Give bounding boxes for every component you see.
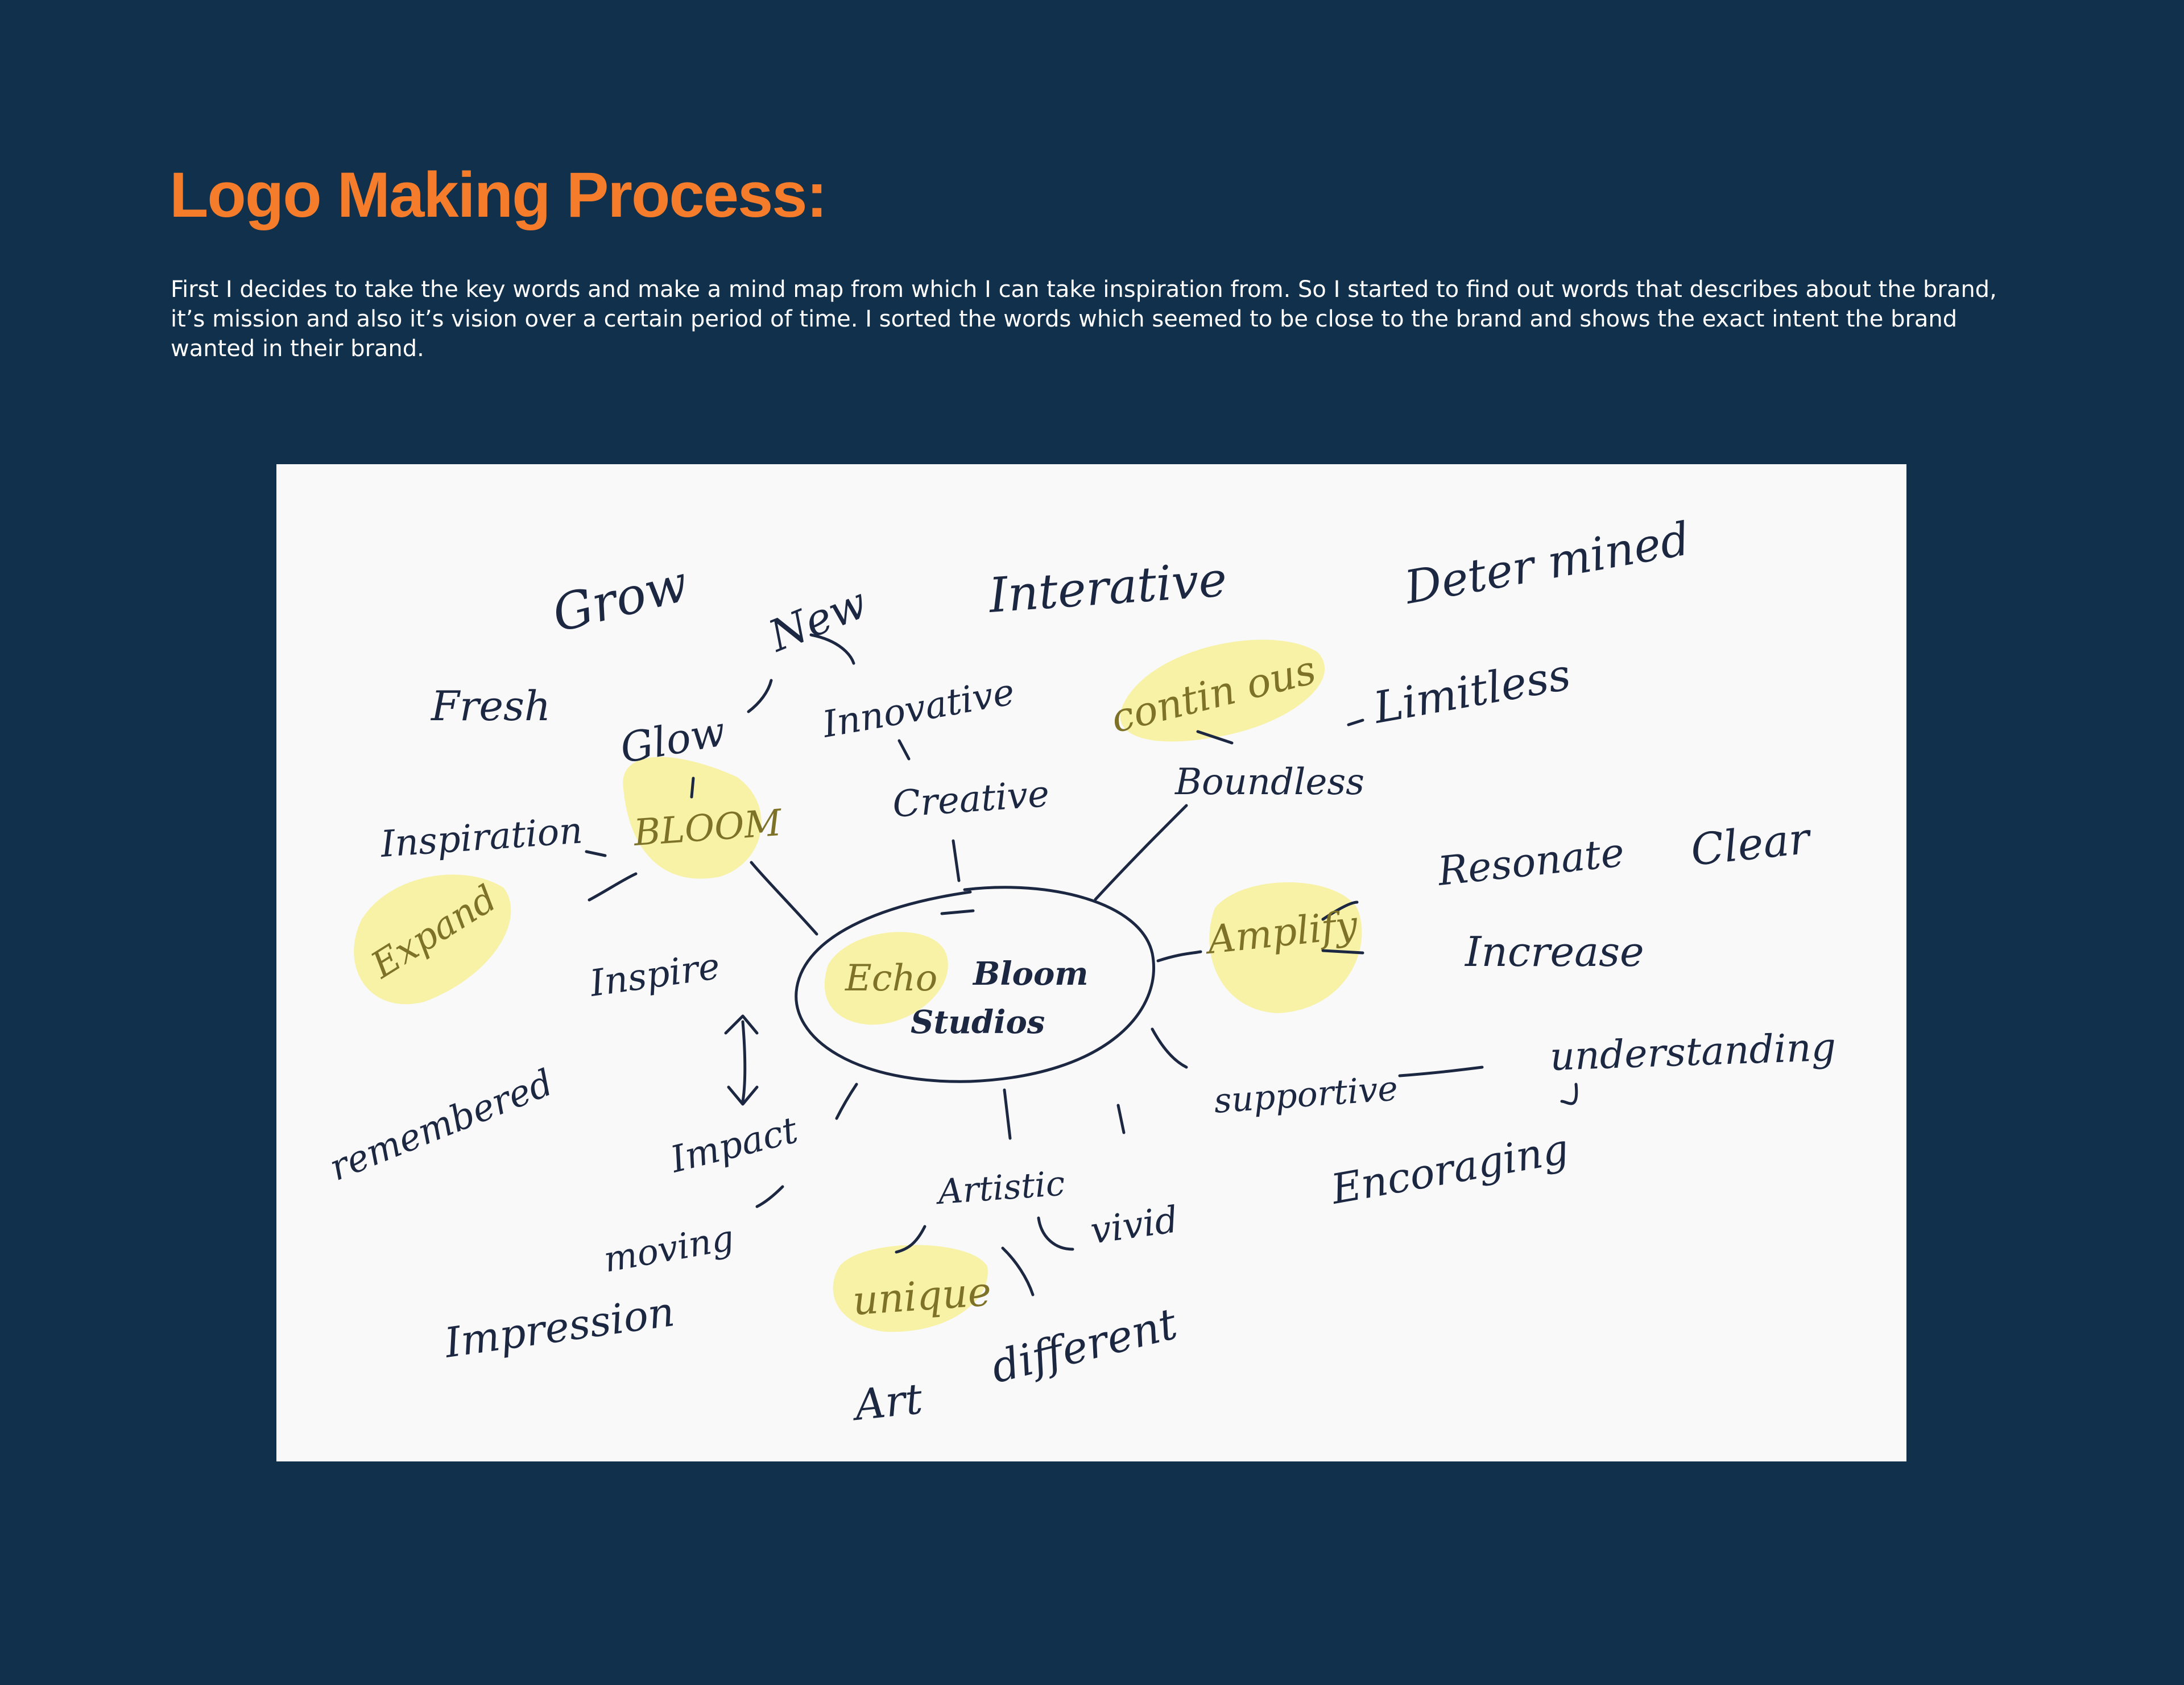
word-increase: Increase [1464, 928, 1644, 976]
word-creative: Creative [891, 773, 1050, 826]
page-title: Logo Making Process: [169, 159, 828, 230]
mind-map-drawing: Echo Bloom Studios Grow New Interative D… [324, 512, 1836, 1431]
word-inspiration: Inspiration [379, 810, 584, 866]
word-vivid: vivid [1088, 1199, 1181, 1253]
word-bloom: BLOOM [632, 802, 784, 854]
word-resonate: Resonate [1434, 829, 1626, 895]
highlight-unique-blob [833, 1245, 988, 1332]
intro-paragraph: First I decides to take the key words an… [171, 276, 1997, 362]
word-impression: Impression [441, 1287, 677, 1367]
word-grow: Grow [547, 554, 693, 643]
highlight-expand-blob [354, 874, 511, 1005]
center-word-echo: Echo [845, 957, 937, 1000]
highlight-echo-blob [824, 932, 948, 1025]
word-fresh: Fresh [430, 682, 551, 730]
highlight-bloom-blob [623, 757, 762, 879]
mind-map-sketch: Echo Bloom Studios Grow New Interative D… [276, 464, 1906, 1461]
word-limitless: Limitless [1369, 649, 1574, 733]
word-impact: Impact [666, 1109, 802, 1182]
highlight-continous-blob [1120, 639, 1325, 742]
connector-lines [585, 633, 1578, 1296]
highlight-amplify-blob [1209, 882, 1362, 1013]
word-artistic: Artistic [934, 1164, 1066, 1213]
word-inspire: Inspire [587, 945, 722, 1005]
word-understanding: understanding [1549, 1025, 1836, 1080]
word-remembered: remembered [324, 1062, 559, 1189]
center-word-bloom: Bloom [972, 955, 1089, 993]
word-art: Art [849, 1374, 925, 1431]
word-boundless: Boundless [1174, 761, 1364, 803]
word-interative: Interative [986, 551, 1229, 623]
word-clear: Clear [1689, 812, 1815, 875]
word-unique: unique [851, 1268, 992, 1324]
word-innovative: Innovative [819, 671, 1017, 746]
word-different: different [986, 1298, 1182, 1393]
word-new: New [761, 577, 874, 662]
word-determined: Deter mined [1400, 512, 1694, 614]
center-word-studios: Studios [911, 1003, 1045, 1041]
center-tick [940, 909, 975, 915]
center-ellipse [795, 886, 1155, 1083]
word-encoraging: Encoraging [1326, 1125, 1572, 1213]
word-supportive: supportive [1213, 1069, 1399, 1121]
word-moving: moving [601, 1217, 737, 1281]
word-glow: Glow [617, 707, 729, 773]
